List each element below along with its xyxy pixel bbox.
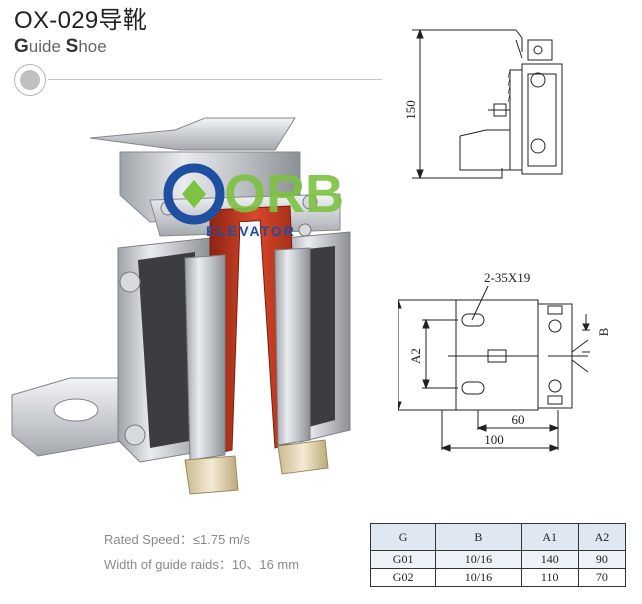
product-title: OX-029导靴 [14,0,147,35]
svg-text:60: 60 [512,412,525,427]
column-header: A2 [577,523,627,551]
table-cell: G01 [369,550,437,569]
column-header: G [369,523,437,551]
svg-text:B: B [596,327,611,336]
top-view-drawing: 2-35X19 [398,270,611,452]
orb-logo: ORB ELEVATOR [163,163,344,239]
divider [48,79,382,80]
table-row: G02 10/16 110 70 [369,568,627,587]
svg-text:ORB: ORB [224,164,344,224]
side-view-drawing: 150 [403,28,563,180]
table-row: G01 10/16 140 90 [369,550,627,569]
spec-table: G B A1 A2 G01 10/16 140 90 G02 10/16 110… [369,523,627,587]
table-cell: 90 [577,550,627,569]
column-header: B [435,523,522,551]
model-number: OX-029 [14,7,99,34]
table-header-row: G B A1 A2 [369,523,627,551]
svg-text:100: 100 [484,432,504,447]
table-cell: 10/16 [435,568,522,587]
circle-bullet-icon [14,64,46,96]
svg-text:150: 150 [403,100,418,120]
table-cell: 70 [577,568,627,587]
table-cell: 10/16 [435,550,522,569]
svg-text:A2: A2 [408,348,423,364]
table-cell: 110 [520,568,579,587]
table-cell: 140 [520,550,579,569]
svg-text:2-35X19: 2-35X19 [484,270,530,285]
table-cell: G02 [369,568,437,587]
product-subtitle: Guide Shoe [14,36,107,57]
guide-rail-width-spec: Width of guide raids：10、16 mm [104,557,300,572]
guide-shoe-photo: ORB ELEVATOR [11,117,351,495]
rated-speed-spec: Rated Speed：≤1.75 m/s [104,532,250,547]
svg-text:ELEVATOR: ELEVATOR [206,223,296,239]
model-chinese: 导靴 [98,7,148,34]
column-header: A1 [520,523,579,551]
